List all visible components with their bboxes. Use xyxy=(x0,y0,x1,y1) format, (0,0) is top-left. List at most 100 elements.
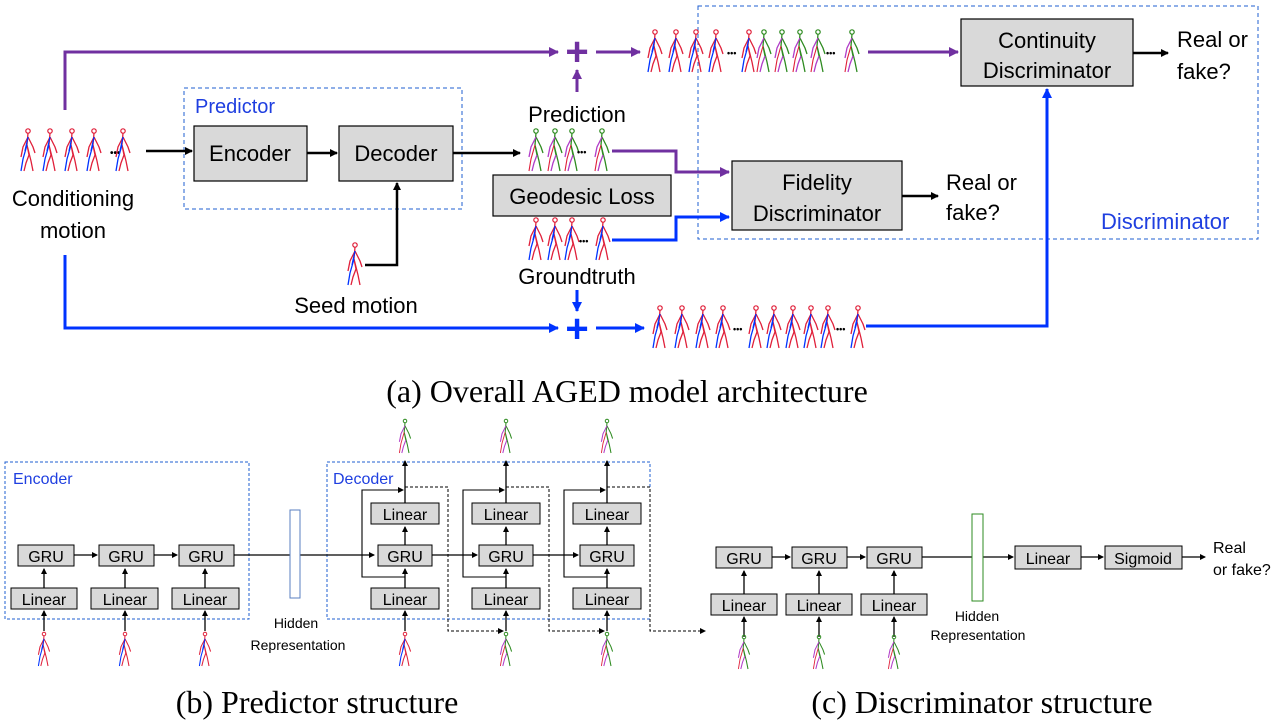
svg-text:GRU: GRU xyxy=(188,549,224,566)
encoder-cell-2: GRU Linear xyxy=(90,544,159,667)
encoder-cell-3: GRU Linear xyxy=(171,544,240,667)
encoder-cell-1: GRU Linear xyxy=(10,544,78,667)
encoder-box xyxy=(193,125,308,182)
svg-text:GRU: GRU xyxy=(108,549,144,566)
prediction-to-fidelity-arrow xyxy=(612,149,730,177)
svg-text:Linear: Linear xyxy=(383,592,428,609)
svg-text:Linear: Linear xyxy=(872,598,917,615)
disc-hidden-representation xyxy=(971,513,984,602)
discriminator-region xyxy=(697,5,1259,240)
encoder-label: Encoder xyxy=(209,141,291,166)
caption-c: (c) Discriminator structure xyxy=(811,684,1152,720)
decoder-output-figure-2 xyxy=(499,418,513,454)
fidelity-label-line2: Discriminator xyxy=(753,201,881,226)
disc-output-line2: or fake? xyxy=(1213,562,1271,579)
disc-cell-1: GRU Linear xyxy=(710,546,778,670)
caption-a: (a) Overall AGED model architecture xyxy=(386,373,868,409)
real-sequence-figures: ••• ••• xyxy=(652,305,866,349)
fake-sequence-ellipsis-1: ••• xyxy=(727,48,736,58)
conditioning-motion-figures: ••• xyxy=(20,128,131,172)
disc-linear-label: Linear xyxy=(1026,551,1071,568)
svg-text:GRU: GRU xyxy=(801,551,837,568)
decoder-cells: LinearGRULinearLinearGRULinearLinearGRUL… xyxy=(361,418,706,667)
top-plus-sign: + xyxy=(565,30,588,74)
svg-text:GRU: GRU xyxy=(726,551,762,568)
svg-text:Linear: Linear xyxy=(183,592,228,609)
decoder-label: Decoder xyxy=(354,141,437,166)
conditioning-motion-label-line1: Conditioning xyxy=(12,186,134,211)
predictor-label: Predictor xyxy=(195,96,275,118)
prediction-figures: ••• xyxy=(528,128,610,172)
groundtruth-figures: ••• xyxy=(528,217,611,261)
groundtruth-label: Groundtruth xyxy=(518,264,635,289)
bottom-sequence-to-continuity-path xyxy=(866,88,1052,328)
seed-motion-figure xyxy=(347,242,363,286)
prediction-ellipsis: ••• xyxy=(577,147,586,157)
svg-text:GRU: GRU xyxy=(387,549,423,566)
decoder-output-figure-3 xyxy=(600,418,614,454)
svg-text:GRU: GRU xyxy=(28,549,64,566)
svg-text:Linear: Linear xyxy=(22,592,67,609)
predictor-region xyxy=(183,87,463,210)
continuity-output-line1: Real or xyxy=(1177,27,1248,52)
svg-text:Linear: Linear xyxy=(585,592,630,609)
seed-to-decoder-arrow xyxy=(365,182,401,267)
real-sequence-ellipsis-1: ••• xyxy=(733,324,742,334)
decoder-input-figure-3 xyxy=(600,631,614,667)
disc-output-line1: Real xyxy=(1213,540,1246,557)
geodesic-loss-label: Geodesic Loss xyxy=(509,184,655,209)
fidelity-output-line2: fake? xyxy=(946,200,1000,225)
predictor-hidden-label-line2: Representation xyxy=(251,637,346,653)
disc-cell-3: GRU Linear xyxy=(860,546,928,670)
disc-sigmoid-label: Sigmoid xyxy=(1114,551,1172,568)
decoder-input-figure-1 xyxy=(398,631,412,667)
seed-motion-label: Seed motion xyxy=(294,293,418,318)
fidelity-discriminator-box xyxy=(731,160,903,231)
bottom-plus-sign: + xyxy=(565,307,588,351)
svg-text:Linear: Linear xyxy=(797,598,842,615)
svg-text:Linear: Linear xyxy=(383,507,428,524)
conditioning-motion-label-line2: motion xyxy=(40,218,106,243)
disc-hidden-label-line1: Hidden xyxy=(955,608,999,624)
svg-text:GRU: GRU xyxy=(488,549,524,566)
fidelity-label-line1: Fidelity xyxy=(782,170,852,195)
fidelity-output-line1: Real or xyxy=(946,170,1017,195)
continuity-discriminator-box xyxy=(960,18,1134,87)
continuity-label-line1: Continuity xyxy=(998,28,1096,53)
discriminator-label: Discriminator xyxy=(1101,209,1229,234)
svg-text:Linear: Linear xyxy=(484,592,529,609)
conditioning-ellipsis: ••• xyxy=(110,148,121,159)
groundtruth-to-fidelity-arrow xyxy=(612,212,730,242)
groundtruth-ellipsis: ••• xyxy=(579,236,588,246)
decoder-box xyxy=(338,125,454,182)
svg-text:GRU: GRU xyxy=(589,549,625,566)
geodesic-loss-box xyxy=(492,174,672,217)
real-sequence-ellipsis-2: ••• xyxy=(836,324,845,334)
decoder-input-figure-2 xyxy=(499,631,513,667)
predictor-hidden-representation xyxy=(289,509,301,599)
svg-text:Linear: Linear xyxy=(722,598,767,615)
svg-text:Linear: Linear xyxy=(484,507,529,524)
caption-b: (b) Predictor structure xyxy=(176,684,459,720)
prediction-label: Prediction xyxy=(528,102,626,127)
predictor-encoder-region xyxy=(4,461,250,620)
conditioning-to-top-plus-path xyxy=(63,47,559,110)
disc-cell-2: GRU Linear xyxy=(785,546,853,670)
svg-text:GRU: GRU xyxy=(876,551,912,568)
predictor-hidden-label-line1: Hidden xyxy=(274,615,318,631)
decoder-output-figure-1 xyxy=(398,418,412,454)
svg-text:Linear: Linear xyxy=(585,507,630,524)
conditioning-to-bottom-plus-path xyxy=(63,255,559,333)
svg-text:Linear: Linear xyxy=(103,592,148,609)
predictor-decoder-label: Decoder xyxy=(333,471,394,488)
fake-sequence-ellipsis-2: ••• xyxy=(826,48,835,58)
predictor-encoder-label: Encoder xyxy=(13,471,73,488)
disc-hidden-label-line2: Representation xyxy=(931,627,1026,643)
continuity-label-line2: Discriminator xyxy=(983,58,1111,83)
fake-sequence-figures: ••• ••• xyxy=(647,29,860,73)
continuity-output-line2: fake? xyxy=(1177,59,1231,84)
